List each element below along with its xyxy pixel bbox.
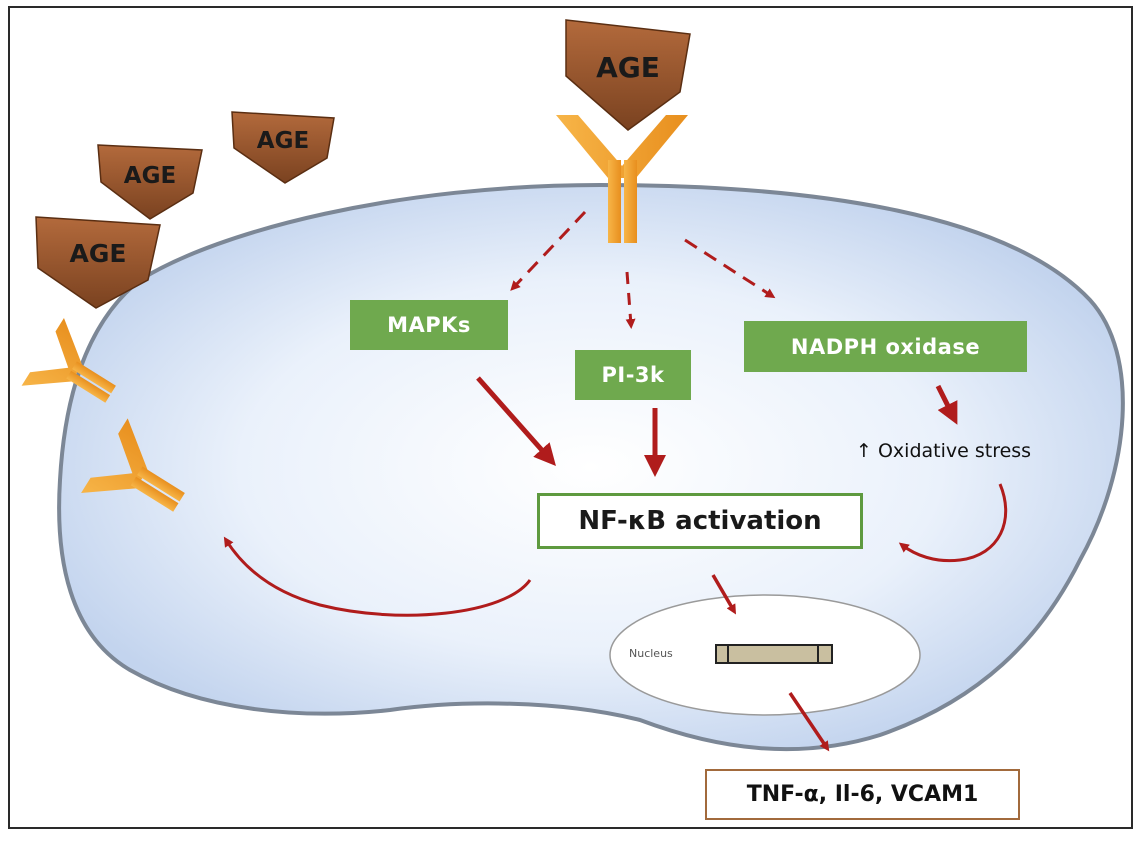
oxidative-stress-text: Oxidative stress <box>877 440 1032 462</box>
arrow-receptor-to-nadph <box>684 238 776 299</box>
age-molecule: AGE <box>35 216 161 309</box>
rage-receptor-left-upper <box>21 317 116 403</box>
up-arrow-icon: ↑ <box>856 440 872 462</box>
rage-receptor-top <box>556 115 688 243</box>
node-mapks: MAPKs <box>350 300 508 350</box>
cell-membrane <box>57 182 1125 752</box>
rage-receptor-left-lower <box>81 418 185 512</box>
age-label: AGE <box>124 163 176 189</box>
age-label: AGE <box>257 128 309 154</box>
age-label: AGE <box>70 239 127 268</box>
node-outputs: TNF-α, Il-6, VCAM1 <box>705 769 1020 820</box>
arrow-nucleus-to-outputs <box>788 692 830 752</box>
arrow-nadph-to-stress <box>935 384 958 425</box>
age-molecule-bound: AGE <box>565 19 691 131</box>
arrow-nfkb-to-nucleus <box>711 574 737 615</box>
age-molecule: AGE <box>231 111 335 184</box>
arrow-receptor-to-mapks <box>510 210 587 291</box>
arrow-nfkb-to-receptor <box>223 536 532 617</box>
age-molecule: AGE <box>97 144 203 220</box>
label-oxidative-stress: ↑ Oxidative stress <box>856 440 1031 462</box>
nucleus-label: Nucleus <box>629 647 673 660</box>
arrow-mapks-to-nfkb <box>476 376 556 466</box>
arrow-stress-to-nfkb <box>898 483 1008 563</box>
age-label: AGE <box>596 51 660 84</box>
arrow-receptor-to-pi3k <box>625 271 636 329</box>
gene-bar <box>715 644 833 664</box>
node-nfkb-activation: NF-κB activation <box>537 493 863 549</box>
node-pi3k: PI-3k <box>575 350 691 400</box>
node-nadph-oxidase: NADPH oxidase <box>744 321 1027 372</box>
